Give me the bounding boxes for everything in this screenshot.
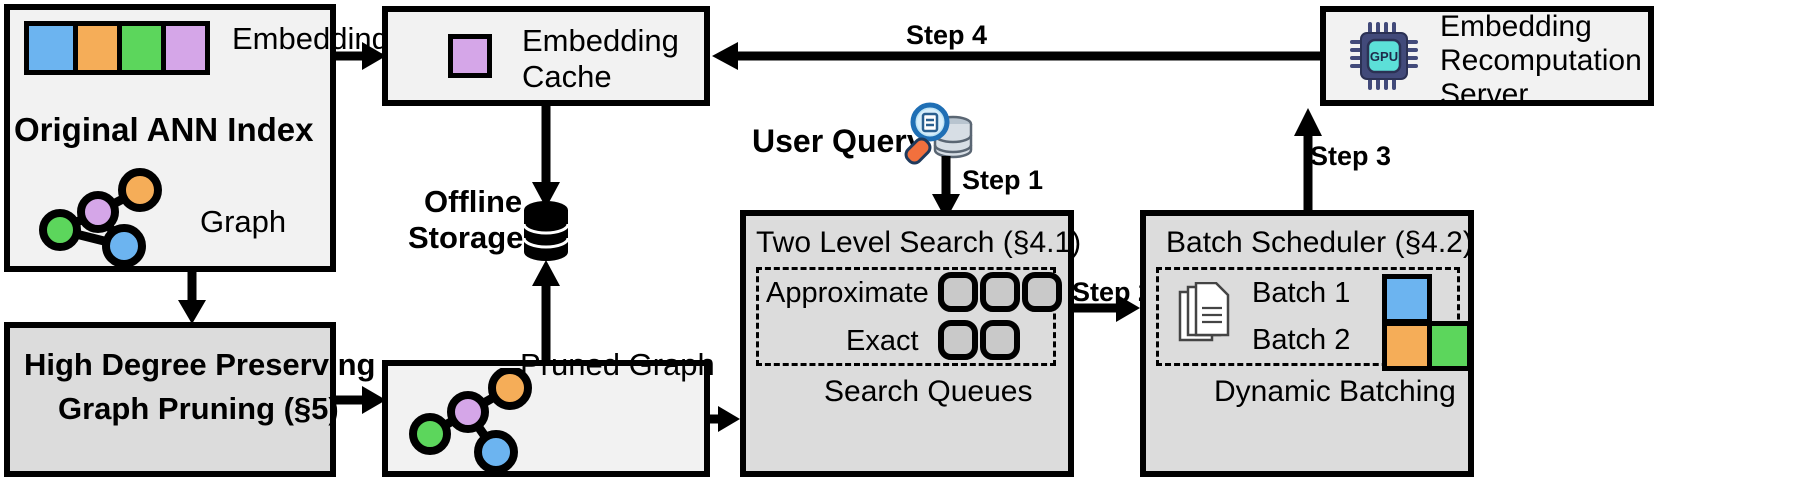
queue-slot	[938, 320, 978, 360]
documents-stack-icon	[1178, 282, 1230, 342]
gpu-chip-icon: GPU	[1350, 22, 1418, 90]
arrow-step1	[932, 156, 960, 220]
arrow-cache-to-storage	[532, 106, 560, 208]
queue-slot	[938, 272, 978, 312]
offline-storage-label-line2: Storage	[408, 220, 524, 255]
embedding-cache-title-line1: Embedding	[522, 23, 679, 58]
pruned-graph-box	[382, 360, 710, 477]
original-ann-index-title: Original ANN Index	[14, 111, 314, 148]
batch-2-swatch-group	[1382, 321, 1472, 371]
step3-label: Step 3	[1310, 141, 1392, 171]
embedding-swatch-orange	[73, 26, 117, 70]
arrow-pruning-to-pruned-graph	[336, 386, 386, 414]
batch-1-swatch-group	[1382, 274, 1432, 324]
approximate-slot-group	[938, 272, 1062, 312]
pruned-graph-label: Pruned Graph	[520, 347, 715, 382]
recomputation-server-box	[1320, 6, 1654, 106]
original-graph-figure	[39, 168, 162, 268]
embedding-swatch-green	[117, 26, 161, 70]
arrow-step4	[712, 42, 1324, 70]
magnifier-database-icon	[904, 102, 973, 165]
embedding-swatch-strip	[24, 21, 210, 75]
batch-1-label: Batch 1	[1252, 277, 1351, 309]
dynamic-batching-footer: Dynamic Batching	[1214, 375, 1456, 408]
exact-slot-group	[938, 320, 1020, 360]
exact-row-label: Exact	[846, 325, 919, 357]
graph-pruning-title-line2: Graph Pruning (§5)	[58, 391, 339, 426]
two-level-search-title: Two Level Search (§4.1)	[756, 226, 1082, 259]
queue-slot	[1022, 272, 1062, 312]
recomputation-server-line2: Recomputation	[1440, 44, 1642, 77]
arrow-index-to-cache	[336, 42, 386, 70]
search-queues-panel	[756, 267, 1056, 366]
batch-swatch-green	[1427, 326, 1467, 366]
queue-slot	[980, 272, 1020, 312]
step4-label: Step 4	[898, 20, 996, 51]
queue-slot	[980, 320, 1020, 360]
graph-pruning-box	[4, 322, 336, 477]
graph-pruning-title-line1: High Degree Preserving	[24, 347, 376, 382]
graph-label: Graph	[200, 204, 287, 239]
embedding-cache-box	[382, 6, 710, 106]
arrow-step3	[1294, 108, 1322, 212]
offline-storage-label-line1: Offline	[424, 184, 523, 219]
embedding-swatch-blue	[29, 26, 73, 70]
batch-swatch-blue	[1387, 279, 1427, 319]
database-cylinder-icon	[522, 201, 570, 261]
approximate-row-label: Approximate	[766, 277, 929, 309]
embedding-cache-swatch-icon	[448, 34, 492, 78]
search-queues-footer: Search Queues	[824, 375, 1033, 408]
arrow-index-to-pruning	[178, 270, 206, 324]
batch-scheduler-title: Batch Scheduler (§4.2)	[1166, 226, 1473, 259]
recomputation-server-line3: Server	[1440, 78, 1529, 111]
pruned-graph-figure	[409, 368, 532, 472]
embedding-cache-title-line2: Cache	[522, 59, 612, 94]
embedding-swatch-purple	[161, 26, 205, 70]
batch-2-label: Batch 2	[1252, 324, 1351, 356]
arrow-pruned-graph-to-search	[710, 406, 740, 432]
batch-swatch-orange	[1387, 326, 1427, 366]
svg-text:GPU: GPU	[1370, 49, 1398, 64]
recomputation-server-line1: Embedding	[1440, 10, 1592, 43]
step1-label: Step 1	[962, 165, 1044, 195]
dynamic-batching-panel	[1156, 267, 1460, 366]
arrow-step2	[1074, 294, 1140, 322]
arrow-pruned-graph-to-storage	[532, 260, 560, 362]
